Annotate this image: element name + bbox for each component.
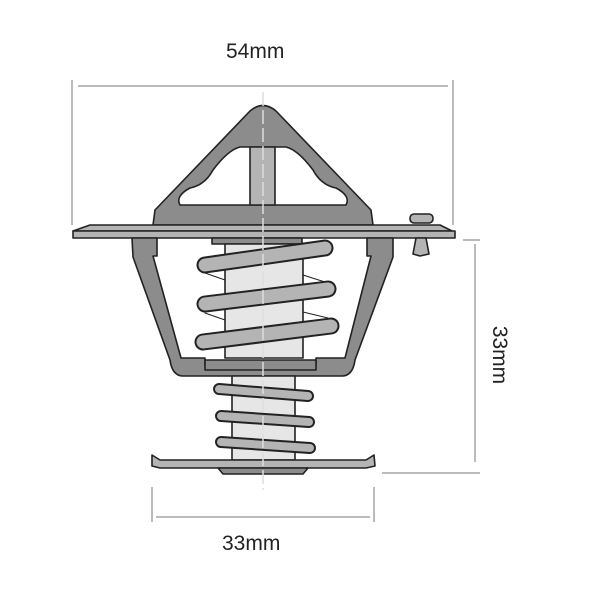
overall-width-label: 54mm bbox=[226, 40, 285, 63]
cup-housing bbox=[131, 237, 394, 377]
piston-cap bbox=[211, 237, 303, 245]
flange bbox=[72, 224, 456, 239]
jiggle-pin bbox=[409, 213, 434, 257]
dimension-lines bbox=[71, 80, 480, 522]
main-spring bbox=[194, 239, 340, 351]
height-label: 33mm bbox=[488, 325, 512, 385]
valve-diameter-label: 33mm bbox=[222, 532, 281, 555]
